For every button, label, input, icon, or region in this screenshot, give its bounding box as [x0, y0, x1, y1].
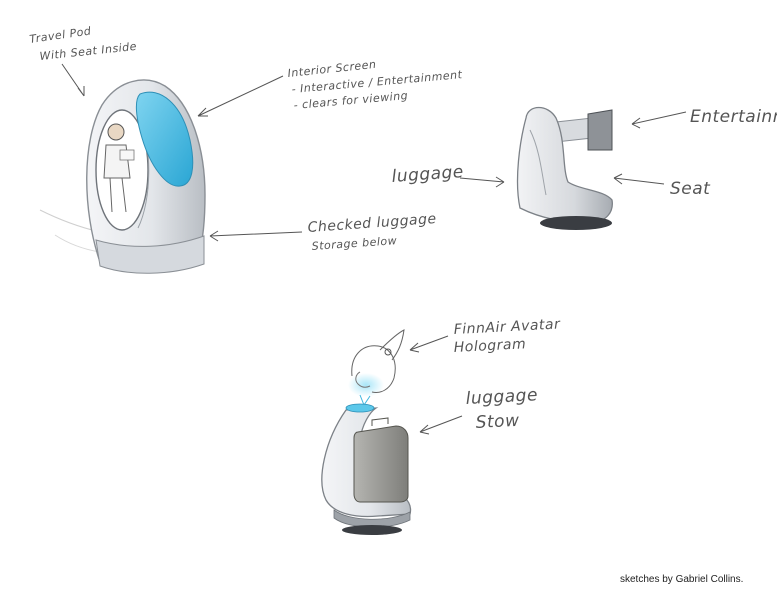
kiosk-floor-shadow — [342, 525, 402, 535]
finnair-avatar-label: FinnAir Avatar Hologram — [453, 316, 561, 356]
seat-label-text: Seat — [670, 179, 711, 199]
travel-pod-sketch — [40, 80, 205, 273]
seat-sketch — [518, 108, 613, 231]
luggage-stow-label-line2: Stow — [475, 411, 520, 433]
travel-pod-arrow — [62, 64, 84, 96]
luggage-label-text: luggage — [391, 162, 464, 187]
travel-pod-label-line2: With Seat Inside — [39, 40, 138, 63]
travel-pod-label: Travel Pod With Seat Inside — [29, 24, 138, 63]
kiosk-hologram-emitter — [346, 404, 374, 412]
interior-screen-arrow — [198, 76, 283, 116]
entertainment-label-text: Entertainme — [690, 107, 777, 127]
finnair-avatar-label-line2: Hologram — [453, 336, 526, 356]
checked-luggage-label-line2: Storage below — [311, 234, 397, 253]
checked-luggage-arrow — [210, 231, 302, 241]
luggage-label: luggage — [391, 162, 464, 187]
sketch-credit: sketches by Gabriel Collins. — [620, 574, 743, 585]
seat-arrow — [614, 174, 664, 184]
luggage-stow-arrow — [420, 416, 462, 434]
avatar-kiosk-sketch — [322, 330, 411, 535]
finnair-avatar-arrow — [410, 336, 448, 352]
checked-luggage-label-line1: Checked luggage — [307, 211, 437, 236]
seat-label: Seat — [670, 179, 711, 199]
entertainment-arrow — [632, 112, 686, 128]
finnair-avatar-label-line1: FinnAir Avatar — [453, 316, 561, 338]
stowed-luggage — [354, 426, 408, 502]
entertainment-label: Entertainme — [690, 107, 777, 127]
checked-luggage-label: Checked luggage Storage below — [307, 211, 437, 253]
seat-base — [540, 216, 612, 230]
luggage-stow-label: luggage Stow — [465, 385, 538, 433]
travel-pod-label-line1: Travel Pod — [29, 24, 93, 46]
luggage-stow-label-line1: luggage — [465, 385, 538, 409]
interior-screen-label: Interior Screen - Interactive / Entertai… — [287, 58, 463, 112]
entertainment-screen — [588, 110, 612, 150]
luggage-arrow — [460, 177, 504, 187]
hologram-head-sketch — [348, 330, 404, 405]
